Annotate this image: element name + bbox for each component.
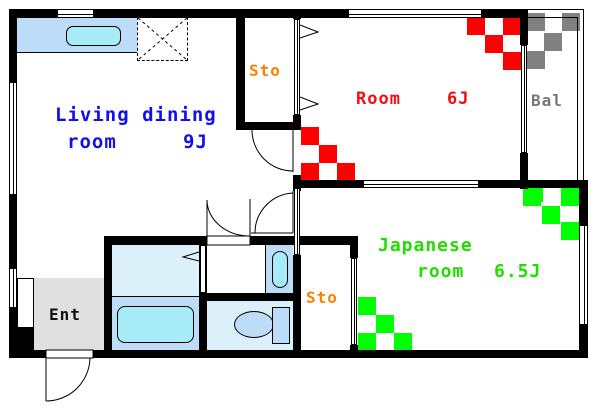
wall <box>579 325 588 358</box>
accent-tile <box>485 35 503 53</box>
window[interactable] <box>9 268 17 308</box>
entrance-floor <box>34 278 104 351</box>
ldk-label-line2: room <box>67 131 117 153</box>
window[interactable] <box>363 180 479 188</box>
fridge-space <box>137 17 188 61</box>
accent-tile <box>503 17 521 35</box>
balcony-rail-inner <box>528 17 578 181</box>
window[interactable] <box>348 9 482 18</box>
accent-tile <box>527 51 545 69</box>
washroom-floor <box>112 245 200 297</box>
storage-label: Sto <box>306 288 338 307</box>
sliding-door[interactable] <box>294 188 300 255</box>
sliding-door[interactable] <box>294 19 300 115</box>
wall <box>104 236 207 245</box>
wall <box>94 9 348 18</box>
wall <box>350 345 358 358</box>
bathtub-icon <box>117 306 194 343</box>
sliding-door[interactable] <box>200 245 206 293</box>
wall <box>9 9 17 82</box>
wall <box>482 9 527 18</box>
balcony-label: Bal <box>531 91 563 110</box>
wall <box>93 350 588 358</box>
wall <box>236 9 245 130</box>
japanese-label-line2: room <box>417 261 465 282</box>
wall <box>520 9 528 45</box>
accent-tile <box>394 333 412 351</box>
wall <box>104 236 112 358</box>
wall <box>293 9 301 19</box>
accent-tile <box>358 297 376 315</box>
sink-icon <box>66 26 121 46</box>
storage-label: Sto <box>249 61 281 80</box>
wall <box>9 350 46 358</box>
accent-tile <box>376 315 394 333</box>
accent-tile <box>561 222 579 240</box>
wall <box>9 9 57 18</box>
wall <box>293 255 301 358</box>
wall <box>199 293 299 301</box>
wall <box>250 236 358 245</box>
wall <box>236 122 300 130</box>
window[interactable] <box>521 45 527 153</box>
toilet-tank-icon <box>272 307 290 344</box>
accent-tile <box>544 33 562 51</box>
ldk-size: 9J <box>183 131 208 153</box>
wall <box>293 115 301 130</box>
japanese-size: 6.5J <box>494 261 542 282</box>
wall <box>17 328 34 350</box>
accent-tile <box>358 333 376 351</box>
toilet-bowl-icon <box>234 311 274 338</box>
japanese-label: Japanese <box>378 235 473 256</box>
entry-shoe-box <box>17 278 34 328</box>
window[interactable] <box>579 225 588 325</box>
wall <box>479 180 588 188</box>
accent-tile <box>561 188 579 206</box>
window[interactable] <box>9 82 17 195</box>
room-size: 6J <box>447 89 470 109</box>
sliding-door[interactable] <box>351 258 357 345</box>
wall <box>293 180 363 188</box>
window[interactable] <box>57 9 94 18</box>
wall <box>520 153 528 189</box>
room-label: Room <box>356 89 401 109</box>
accent-tile <box>523 188 543 202</box>
accent-tile <box>319 145 337 163</box>
wall <box>9 195 17 268</box>
entrance-label: Ent <box>49 305 81 324</box>
ldk-label: Living dining <box>55 104 217 126</box>
accent-tile <box>301 163 319 181</box>
accent-tile <box>467 17 485 35</box>
wall <box>350 236 358 258</box>
wall <box>579 180 588 225</box>
accent-tile <box>542 206 560 224</box>
accent-tile <box>301 127 319 145</box>
accent-tile <box>503 52 521 70</box>
balcony-rail <box>528 9 584 181</box>
accent-tile <box>337 163 355 181</box>
washbasin-icon <box>272 251 288 288</box>
